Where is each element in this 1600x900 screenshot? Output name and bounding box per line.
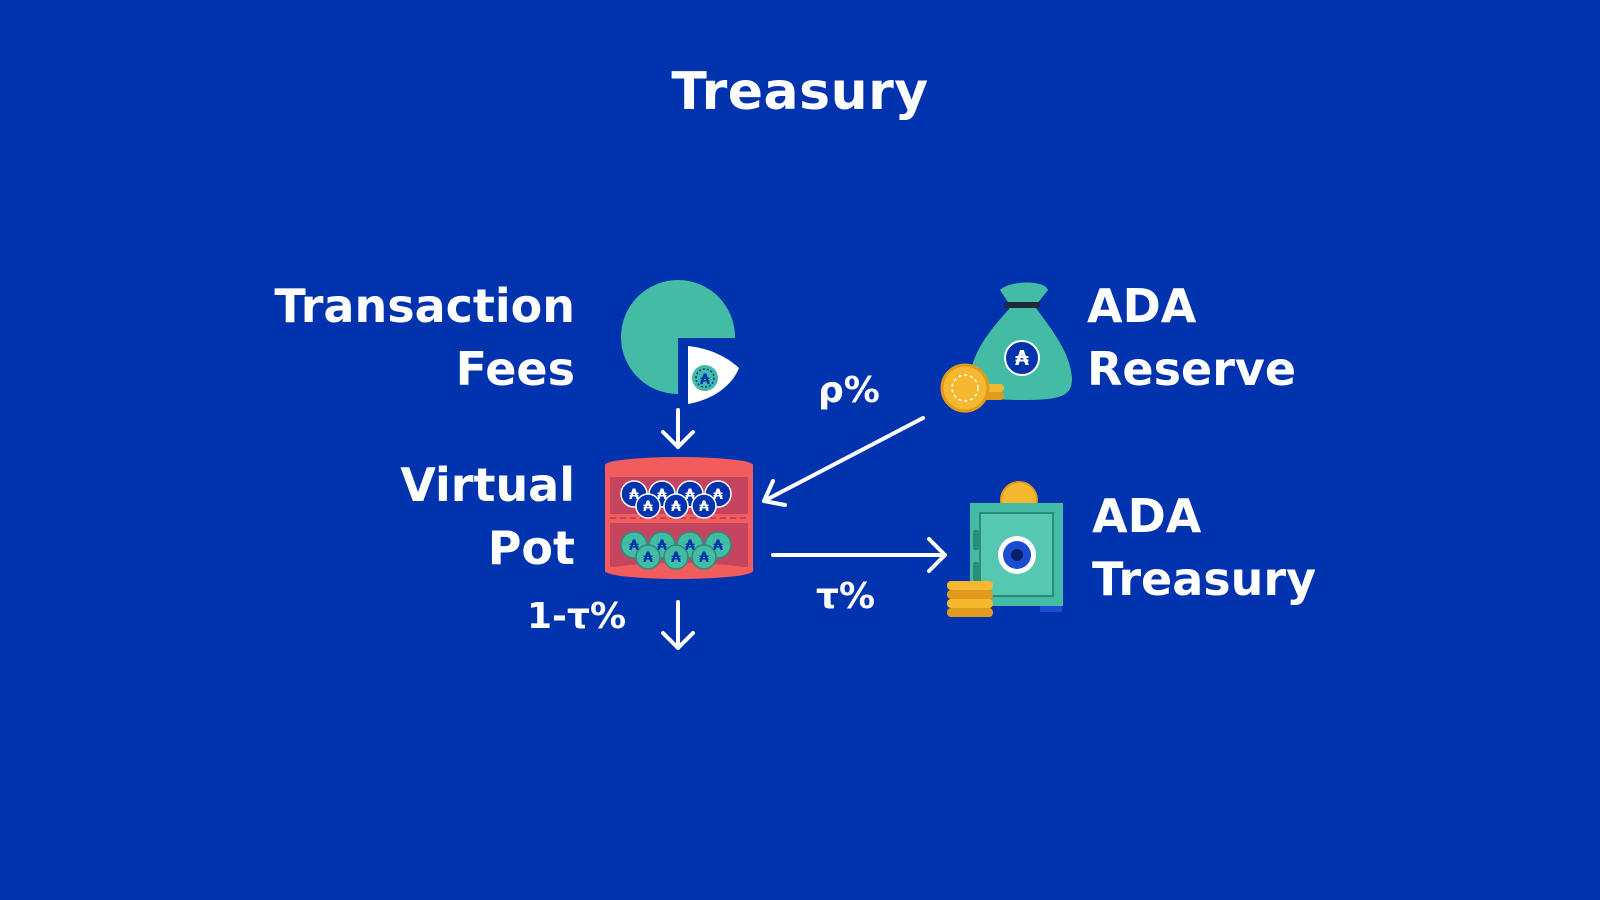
svg-text:₳: ₳ (629, 487, 639, 503)
svg-text:₳: ₳ (699, 550, 709, 566)
coin-pot-icon: ₳₳₳₳ ₳₳₳ ₳₳₳₳ ₳₳₳ (605, 457, 753, 579)
ada-treasury-line2: Treasury (1092, 552, 1317, 606)
transaction-fees-label: Transaction Fees (274, 275, 575, 401)
one-minus-tau-percent-label: 1-τ% (527, 596, 627, 637)
svg-text:₳: ₳ (713, 538, 723, 554)
pot-out-arrow (661, 600, 695, 650)
svg-text:₳: ₳ (700, 372, 710, 388)
pot-to-treasury-arrow (771, 537, 947, 573)
reserve-to-pot-arrow (762, 416, 925, 507)
ada-reserve-label: ADA Reserve (1087, 275, 1296, 401)
svg-text:₳: ₳ (671, 499, 681, 515)
rho-percent-label: ρ% (818, 370, 880, 411)
svg-text:₳: ₳ (671, 550, 681, 566)
svg-text:₳: ₳ (643, 550, 653, 566)
money-bag-icon: ₳ (940, 282, 1072, 413)
svg-text:₳: ₳ (713, 487, 723, 503)
ada-treasury-label: ADA Treasury (1092, 485, 1316, 611)
svg-text:₳: ₳ (657, 487, 667, 503)
ada-treasury-line1: ADA (1092, 489, 1202, 543)
safe-icon (947, 481, 1063, 617)
virtual-pot-line2: Pot (487, 521, 575, 575)
virtual-pot-label: Virtual Pot (400, 454, 575, 580)
tau-percent-label: τ% (816, 576, 876, 617)
svg-text:₳: ₳ (699, 499, 709, 515)
svg-text:₳: ₳ (657, 538, 667, 554)
virtual-pot-line1: Virtual (400, 458, 575, 512)
transaction-fees-line2: Fees (455, 342, 575, 396)
fees-to-pot-arrow (661, 408, 695, 449)
svg-text:₳: ₳ (685, 487, 695, 503)
pie-chart-icon: ₳ (621, 280, 739, 404)
svg-text:₳: ₳ (1015, 346, 1029, 370)
svg-text:₳: ₳ (643, 499, 653, 515)
svg-text:₳: ₳ (629, 538, 639, 554)
page-title: Treasury (671, 62, 929, 122)
ada-reserve-line1: ADA (1087, 279, 1197, 333)
transaction-fees-line1: Transaction (274, 279, 575, 333)
ada-reserve-line2: Reserve (1087, 342, 1297, 396)
svg-text:₳: ₳ (685, 538, 695, 554)
